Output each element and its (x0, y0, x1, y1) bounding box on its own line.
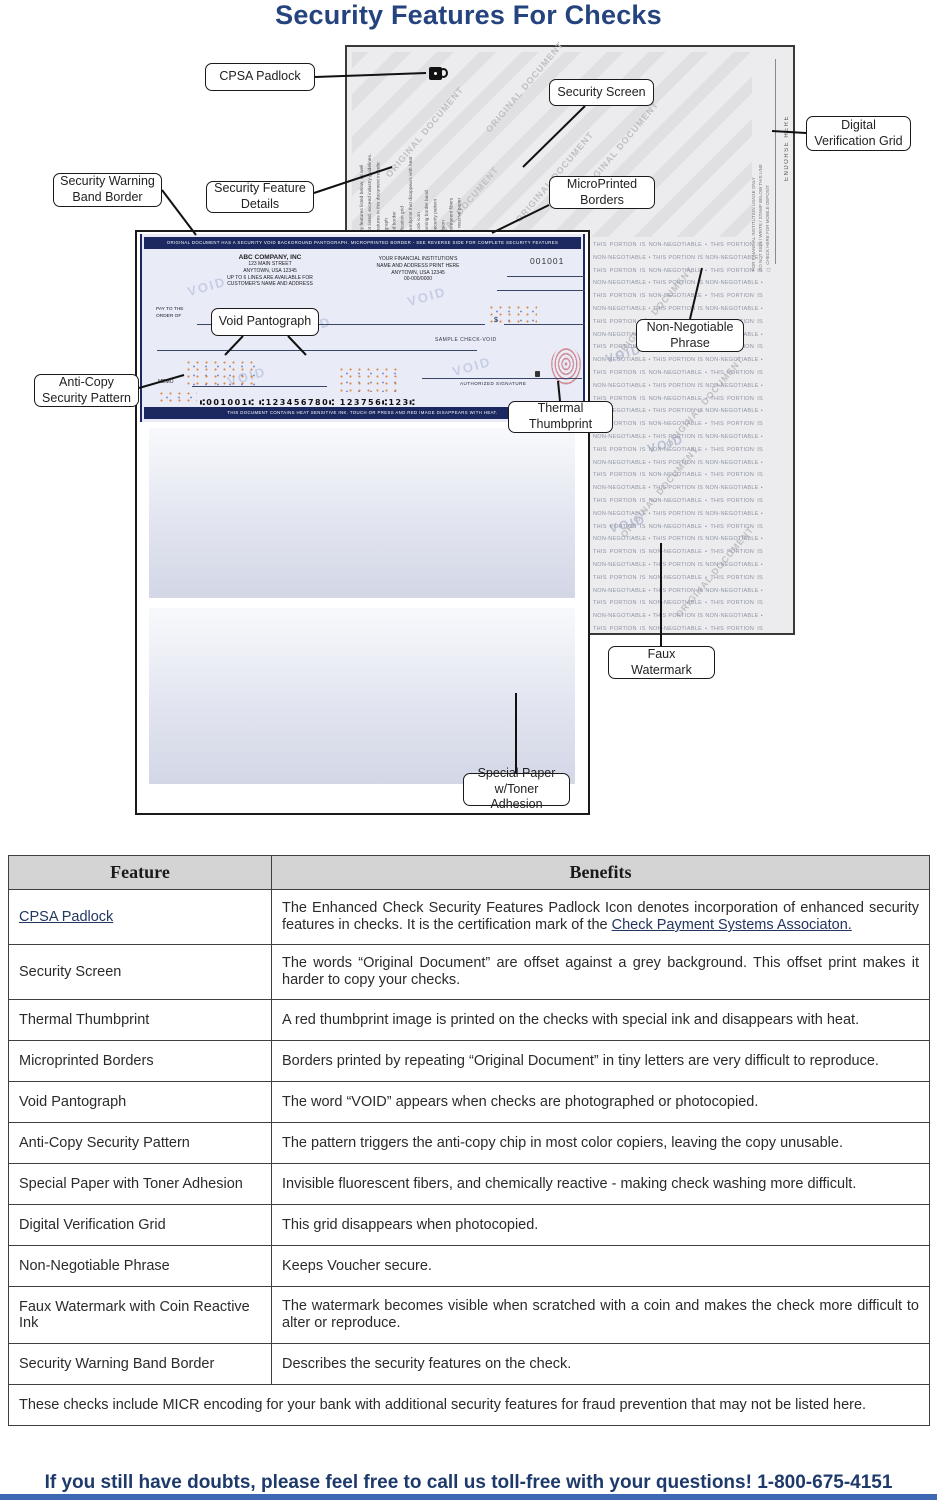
callout-non-negotiable-phrase: Non-Negotiable Phrase (636, 319, 744, 352)
callout-faux-watermark: Faux Watermark (608, 646, 715, 679)
table-row-void-pantograph: Void Pantograph The word “VOID” appears … (8, 1081, 930, 1123)
padlock-keyhole (434, 72, 437, 75)
void-pantograph-text: VOID (405, 283, 449, 310)
endorse-here-label: ENDORSE HERE (784, 114, 790, 181)
bottom-accent-bar (0, 1494, 937, 1500)
table-row-microprinted-borders: Microprinted Borders Borders printed by … (8, 1040, 930, 1082)
callout-anti-copy-security-pattern: Anti-Copy Security Pattern (34, 374, 139, 407)
features-table: Feature Benefits CPSA Padlock The Enhanc… (8, 855, 930, 1426)
benefit-cell: Describes the security features on the c… (271, 1343, 930, 1385)
table-row-faux-watermark: Faux Watermark with Coin Reactive Ink Th… (8, 1286, 930, 1344)
footer-text: If you still have doubts, please feel fr… (44, 1472, 893, 1493)
table-row-digital-verification-grid: Digital Verification Grid This grid disa… (8, 1204, 930, 1246)
authorized-signature-label: AUTHORIZED SIGNATURE (460, 381, 527, 386)
table-row-cpsa-padlock: CPSA Padlock The Enhanced Check Security… (8, 889, 930, 945)
feature-cell: Void Pantograph (8, 1081, 272, 1123)
callout-security-screen: Security Screen (549, 79, 654, 106)
benefit-cell: The watermark becomes visible when scrat… (271, 1286, 930, 1344)
benefit-cell: Invisible fluorescent fibers, and chemic… (271, 1163, 930, 1205)
benefit-cell: This grid disappears when photocopied. (271, 1204, 930, 1246)
payee-line (197, 324, 485, 325)
table-row-anti-copy-pattern: Anti-Copy Security Pattern The pattern t… (8, 1122, 930, 1164)
amount-line (504, 324, 585, 325)
anti-copy-speckle-pattern (337, 366, 402, 392)
callout-cpsa-padlock: CPSA Padlock (205, 63, 315, 91)
benefit-cell: The word “VOID” appears when checks are … (271, 1081, 930, 1123)
micr-note: These checks include MICR encoding for y… (8, 1384, 930, 1426)
feature-cell: Faux Watermark with Coin Reactive Ink (8, 1286, 272, 1344)
endorse-divider-line (775, 59, 776, 264)
memo-line (192, 386, 327, 387)
table-row-special-paper: Special Paper with Toner Adhesion Invisi… (8, 1163, 930, 1205)
non-negotiable-text-block: THIS PORTION IS NON-NEGOTIABLE • THIS PO… (593, 242, 763, 631)
check-paper: VOID VOID VOID VOID VOID ORIGINAL DOCUME… (140, 234, 585, 422)
table-row-non-negotiable-phrase: Non-Negotiable Phrase Keeps Voucher secu… (8, 1245, 930, 1287)
pay-to-label: PAY TO THE ORDER OF (156, 307, 184, 320)
feature-cell: Non-Negotiable Phrase (8, 1245, 272, 1287)
table-note-row: These checks include MICR encoding for y… (8, 1384, 930, 1426)
amount-words-line (157, 350, 477, 351)
feature-cell: Security Screen (8, 944, 272, 1000)
anti-copy-speckle-pattern (157, 390, 197, 402)
table-row-security-warning-band: Security Warning Band Border Describes t… (8, 1343, 930, 1385)
benefit-cell: The pattern triggers the anti-copy chip … (271, 1122, 930, 1164)
benefit-cell: A red thumbprint image is printed on the… (271, 999, 930, 1041)
anti-copy-speckle-pattern (184, 359, 259, 389)
page-title: Security Features For Checks (275, 0, 662, 30)
feature-cell: Digital Verification Grid (8, 1204, 272, 1246)
security-warning-band-bottom: THIS DOCUMENT CONTAINS HEAT SENSITIVE IN… (144, 407, 581, 419)
security-feature-details-text: The security features listed below, as w… (360, 153, 463, 253)
benefit-text: The Enhanced Check Security Features Pad… (282, 900, 919, 933)
date-line (497, 290, 585, 291)
thermal-thumbprint-mark (550, 346, 582, 386)
feature-header: Feature (8, 855, 272, 890)
feature-cell: Microprinted Borders (8, 1040, 272, 1082)
table-row-security-screen: Security Screen The words “Original Docu… (8, 944, 930, 1000)
void-pantograph-text: VOID (450, 353, 494, 380)
voucher-stub-2 (149, 608, 575, 784)
callout-special-paper: Special Paper w/Toner Adhesion (463, 766, 570, 811)
cpsa-padlock-link[interactable]: CPSA Padlock (19, 909, 114, 925)
date-line (507, 276, 585, 277)
check-front: VOID VOID VOID VOID VOID ORIGINAL DOCUME… (135, 230, 590, 815)
feature-cell: Security Warning Band Border (8, 1343, 272, 1385)
company-address: 123 MAIN STREET ANYTOWN, USA 12345 UP TO… (227, 261, 313, 288)
feature-cell: Anti-Copy Security Pattern (8, 1122, 272, 1164)
callout-void-pantograph: Void Pantograph (211, 308, 319, 336)
cpsa-padlock-icon (429, 64, 453, 83)
mobile-deposit-label: ☐ CHECK HERE FOR MOBILE DEPOSIT (765, 185, 770, 271)
feature-cell: Thermal Thumbprint (8, 999, 272, 1041)
security-warning-band-top: ORIGINAL DOCUMENT HAS A SECURITY VOID BA… (144, 237, 581, 249)
check-security-diagram: ORIGINAL DOCUMENT ORIGINAL DOCUMENT ORIG… (0, 35, 937, 855)
callout-thermal-thumbprint: Thermal Thumbprint (508, 401, 613, 433)
callout-microprinted-borders: MicroPrinted Borders (549, 176, 655, 209)
memo-label: MEMO (158, 379, 174, 385)
table-row-thermal-thumbprint: Thermal Thumbprint A red thumbprint imag… (8, 999, 930, 1041)
check-payment-systems-association-link[interactable]: Check Payment Systems Associaton. (611, 917, 852, 933)
sample-check-void-text: SAMPLE CHECK-VOID (435, 337, 497, 343)
callout-security-feature-details: Security Feature Details (206, 181, 314, 213)
small-padlock-icon (535, 371, 540, 377)
micr-line: ⑆001001⑆ ⑆123456780⑆ 123756⑆123⑆ (200, 398, 416, 407)
anti-copy-speckle-pattern (487, 304, 537, 324)
benefit-cell: Borders printed by repeating “Original D… (271, 1040, 930, 1082)
signature-line (422, 378, 582, 379)
benefit-cell: The words “Original Document” are offset… (271, 944, 930, 1000)
benefit-cell: Keeps Voucher secure. (271, 1245, 930, 1287)
check-number: 001001 (530, 256, 565, 266)
callout-security-warning-band-border: Security Warning Band Border (53, 173, 162, 207)
company-name: ABC COMPANY, INC (238, 254, 302, 261)
bank-block: YOUR FINANCIAL INSTITUTION'S NAME AND AD… (376, 256, 460, 283)
feature-cell: Special Paper with Toner Adhesion (8, 1163, 272, 1205)
table-header-row: Feature Benefits (8, 855, 930, 890)
callout-digital-verification-grid: Digital Verification Grid (806, 116, 911, 151)
company-block: ABC COMPANY, INC 123 MAIN STREET ANYTOWN… (200, 254, 340, 288)
benefits-header: Benefits (271, 855, 930, 890)
voucher-stub-1 (149, 428, 575, 598)
